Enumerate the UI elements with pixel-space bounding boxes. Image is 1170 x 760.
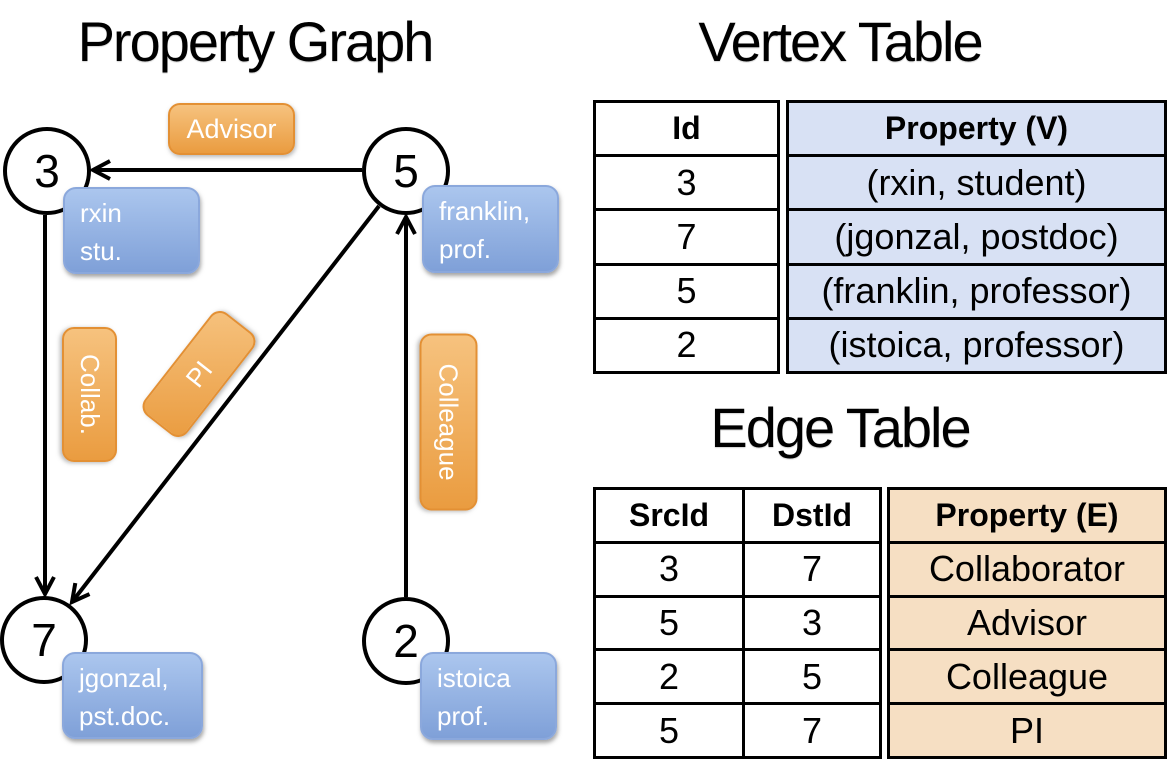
vertex-table-property-cell: (jgonzal, postdoc) [789, 208, 1164, 262]
vertex-property-box-rxin: rxin stu. [63, 187, 200, 274]
vertex-table-id-header: Id [672, 110, 701, 147]
vertex-table-id-cell: 5 [596, 262, 777, 317]
edge-table-srcid-cell: 5 [658, 601, 680, 643]
edge-label-collab: Collab. [62, 327, 117, 462]
edge-table-property-cell: Advisor [890, 594, 1164, 649]
edge-table-dstid-cell: 5 [742, 651, 879, 703]
edge-table-property-cell: Collaborator [890, 540, 1164, 595]
edge-table-title: Edge Table [710, 396, 971, 459]
edge-table-srcid-cell: 5 [658, 709, 680, 751]
vertex-table-property-cell: (franklin, professor) [789, 262, 1164, 317]
vertex-id: 5 [393, 145, 419, 197]
edge-table-dstid-cell: 3 [742, 597, 879, 649]
vertex-table-id-cell: 3 [596, 154, 777, 208]
edge-table-property-header: Property (E) [935, 496, 1119, 533]
vertex-table-property-header: Property (V) [884, 110, 1069, 147]
vertex-table-property-cell: (istoica, professor) [789, 316, 1164, 371]
edge-table-property-cell: Colleague [890, 648, 1164, 702]
vertex-table-id-column: Id 3 7 5 2 [593, 100, 780, 374]
edge-label-advisor: Advisor [168, 103, 295, 155]
edge-label-colleague: Colleague [419, 333, 478, 511]
property-line: prof. [439, 234, 492, 264]
property-graph-title: Property Graph [77, 10, 435, 73]
property-line: stu. [80, 236, 122, 266]
property-line: rxin [80, 198, 122, 228]
vertex-table-id-cell: 7 [596, 208, 777, 262]
edge-table-property-cell: PI [890, 702, 1164, 756]
graph-edges [0, 0, 585, 760]
vertex-id: 3 [34, 145, 60, 197]
property-line: franklin, [439, 196, 531, 226]
edge-table-srcid-header: SrcId [628, 496, 710, 533]
vertex-circle-2: 2 [362, 597, 450, 685]
edge-table-property-column: Property (E) Collaborator Advisor Collea… [887, 487, 1167, 759]
vertex-table-title: Vertex Table [698, 10, 983, 73]
edge-table-dstid-cell: 7 [742, 705, 879, 756]
property-line: prof. [437, 701, 490, 731]
edge-table-dstid-cell: 7 [742, 543, 879, 595]
vertex-property-box-franklin: franklin, prof. [422, 185, 559, 273]
property-line: istoica [437, 663, 511, 693]
edge-table-id-columns: SrcId DstId 3 7 5 3 2 5 5 7 [593, 487, 882, 759]
vertex-property-box-istoica: istoica prof. [420, 652, 557, 740]
vertex-id: 7 [31, 614, 57, 666]
edge-5-to-7 [72, 204, 381, 602]
edge-table-srcid-cell: 2 [658, 655, 680, 697]
vertex-id: 2 [393, 615, 419, 667]
property-line: jgonzal, [79, 663, 169, 693]
vertex-table-property-column: Property (V) (rxin, student) (jgonzal, p… [786, 100, 1167, 374]
edge-table-srcid-cell: 3 [658, 548, 680, 590]
vertex-table-property-cell: (rxin, student) [789, 154, 1164, 208]
vertex-table-id-cell: 2 [596, 316, 777, 371]
edge-table-dstid-header: DstId [742, 490, 879, 541]
property-line: pst.doc. [79, 701, 171, 731]
vertex-property-box-jgonzal: jgonzal, pst.doc. [62, 652, 203, 739]
